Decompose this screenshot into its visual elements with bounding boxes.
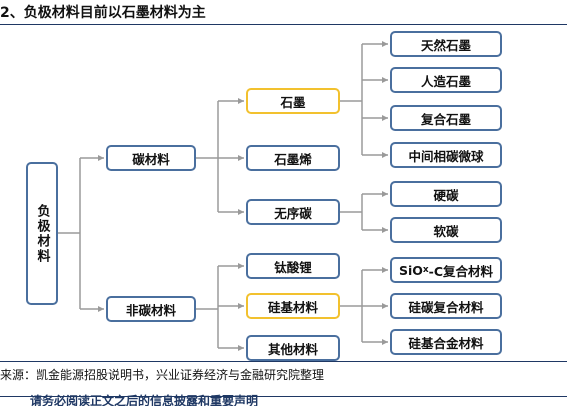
disclaimer-link[interactable]: 请务必阅读正文之后的信息披露和重要声明 [30, 394, 259, 406]
title-rule [0, 24, 567, 25]
source-rule [0, 361, 567, 362]
node-composite-graphite: 复合石墨 [390, 105, 502, 131]
node-other-materials: 其他材料 [246, 335, 340, 361]
figure-title: 2、负极材料目前以石墨材料为主 [0, 5, 206, 21]
siox-subscript: x [422, 265, 429, 275]
source-note: 来源：凯金能源招股说明书，兴业证券经济与金融研究院整理 [0, 368, 325, 382]
node-soft-carbon: 软碳 [390, 217, 502, 243]
node-silicon-alloy: 硅基合金材料 [390, 329, 502, 355]
node-amorphous-carbon: 无序碳 [246, 199, 340, 225]
node-natural-graphite: 天然石墨 [390, 31, 502, 57]
node-silicon-based: 硅基材料 [246, 293, 340, 319]
node-graphene: 石墨烯 [246, 145, 340, 171]
node-mesocarbon-microbeads: 中间相碳微球 [390, 142, 502, 168]
footer-rule [0, 396, 567, 397]
node-artificial-graphite: 人造石墨 [390, 67, 502, 93]
siox-prefix: SiO [398, 262, 423, 278]
node-non-carbon-materials: 非碳材料 [106, 296, 196, 322]
node-carbon-materials: 碳材料 [106, 145, 196, 171]
node-silicon-carbon-composite: 硅碳复合材料 [390, 293, 502, 319]
siox-suffix: -C复合材料 [428, 263, 494, 279]
node-graphite: 石墨 [246, 88, 340, 114]
node-lithium-titanate: 钛酸锂 [246, 253, 340, 279]
node-hard-carbon: 硬碳 [390, 181, 502, 207]
node-anode-materials: 负极材料 [26, 162, 58, 305]
